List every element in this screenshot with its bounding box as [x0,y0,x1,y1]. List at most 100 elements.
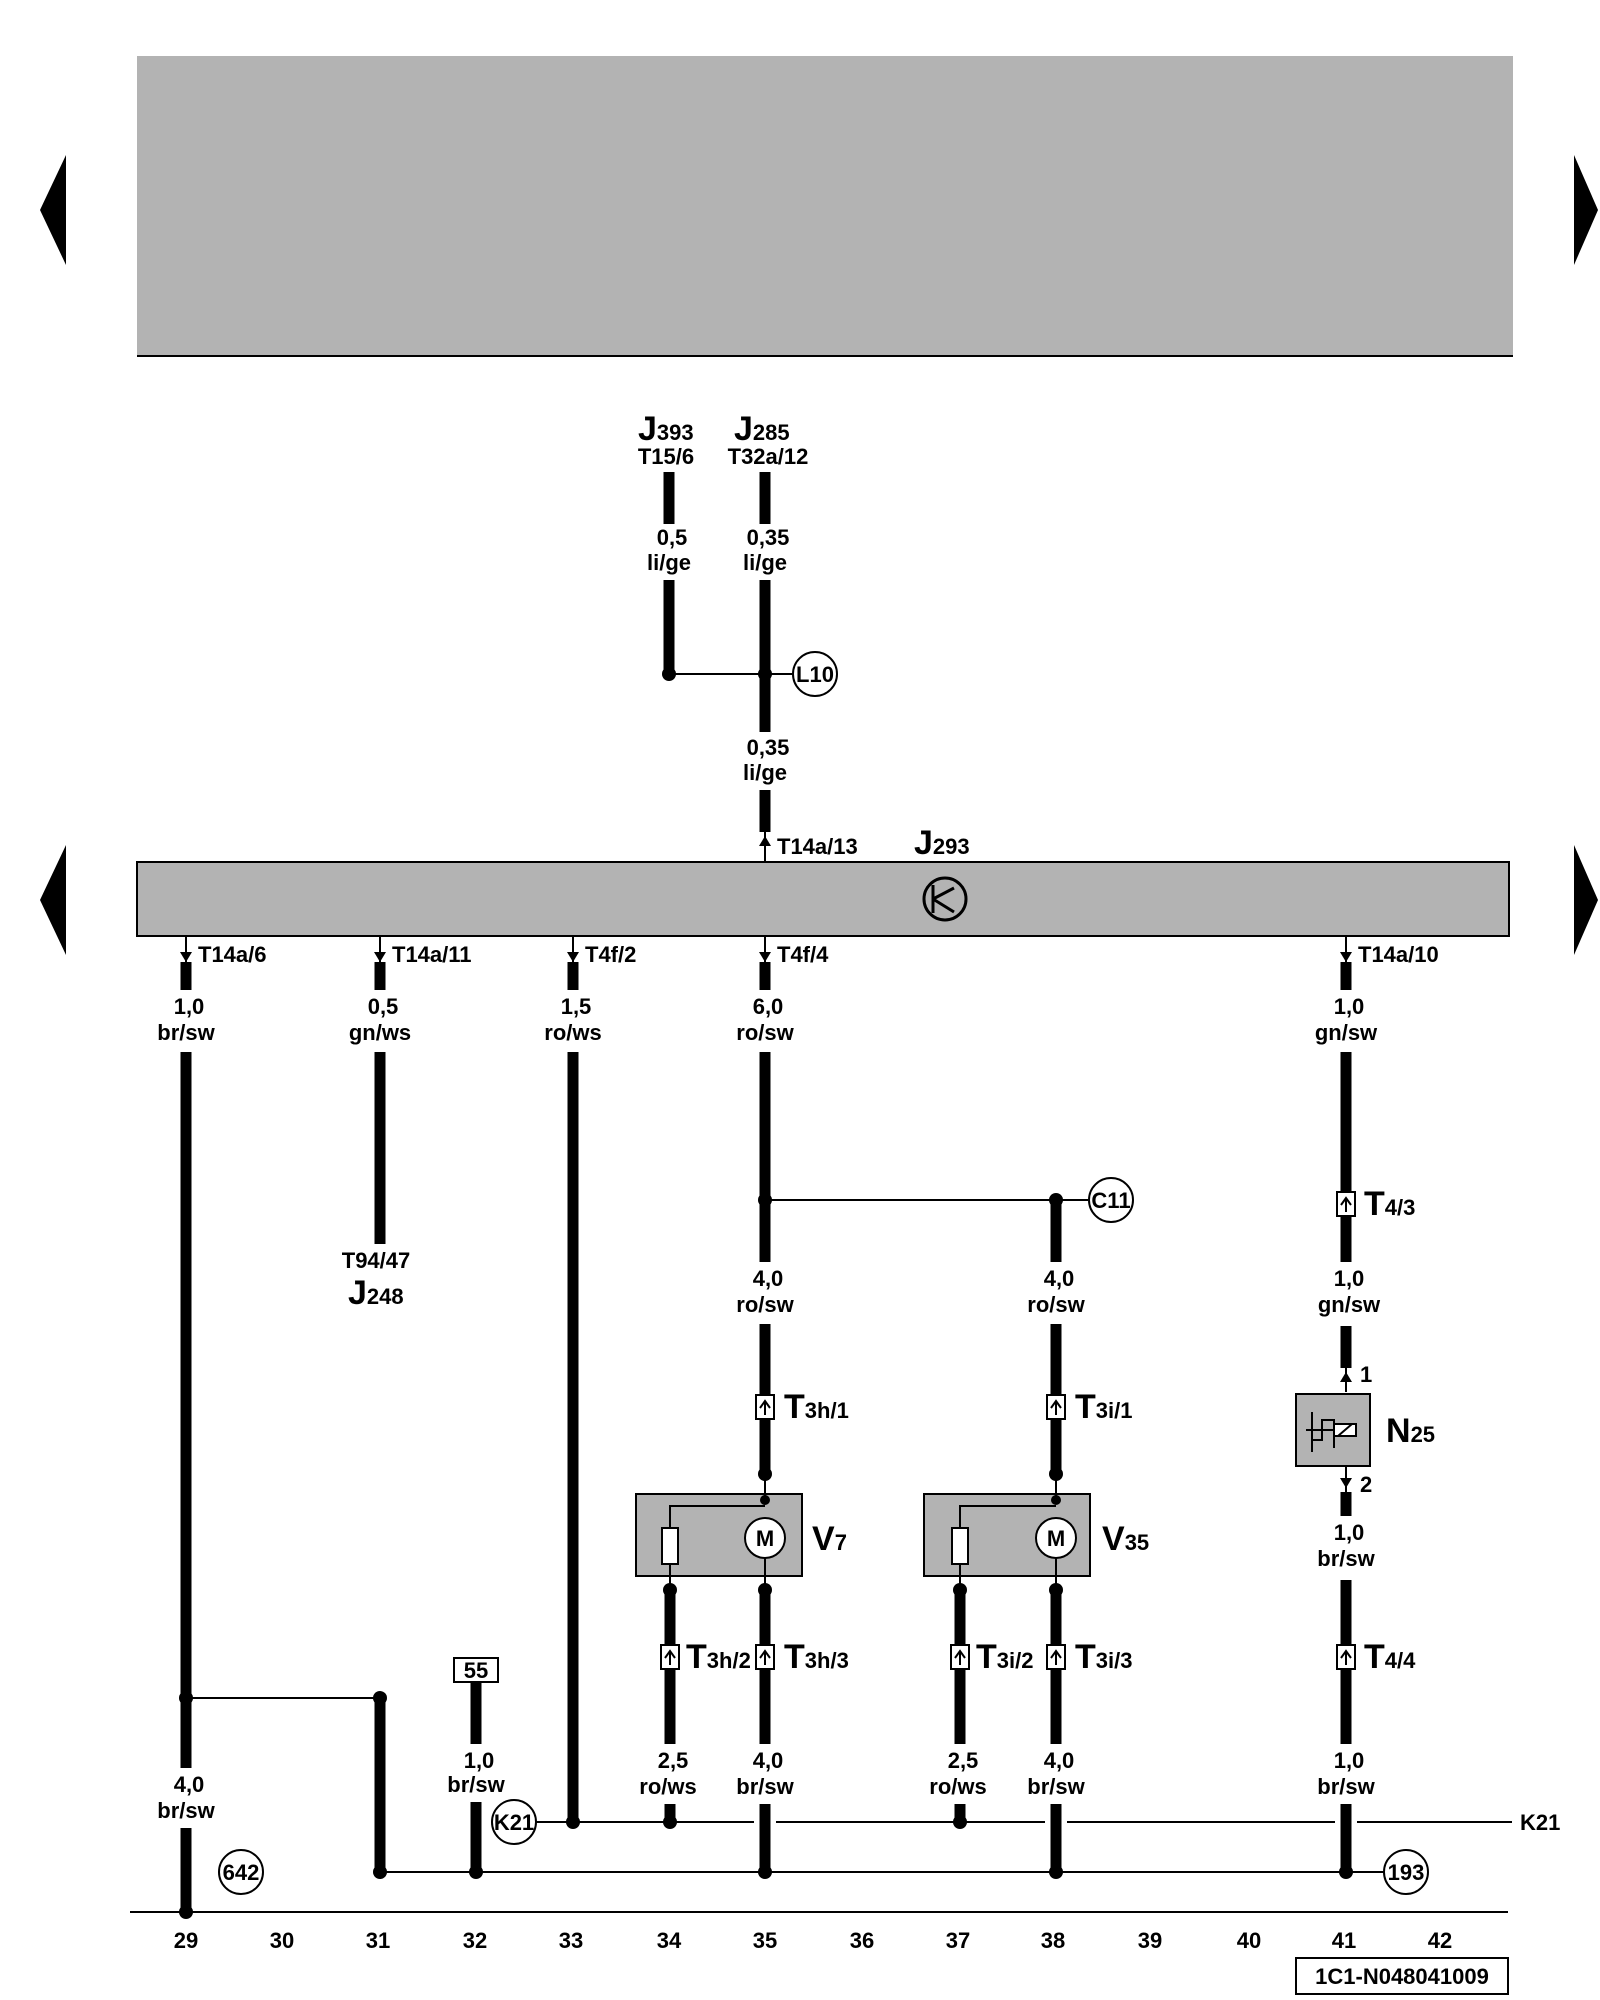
wire-31-color: gn/ws [349,1020,411,1045]
pin-t14a-10: T14a/10 [1358,942,1439,967]
upper-wire-size: 0,35 [747,735,790,760]
wire-j285-size: 0,35 [747,525,790,550]
ref-l10-circle [792,651,838,697]
wire-29-size-b: 4,0 [174,1772,205,1797]
ruler-30: 30 [270,1928,294,1953]
connector-t4-3: T4/3 [1336,1185,1415,1223]
j248-pin: T94/47 [342,1248,411,1273]
wire-41c-color: br/sw [1317,1546,1375,1571]
junction-dot [663,1815,677,1829]
ruler-31: 31 [366,1928,390,1953]
junction-dot [1051,1495,1061,1505]
ruler-37: 37 [946,1928,970,1953]
terminal-55[interactable]: 55 [464,1658,488,1683]
wire-35-size: 6,0 [753,994,784,1019]
svg-text:T3h/2: T3h/2 [686,1638,751,1676]
motor-v7-label: V7 [812,1520,847,1558]
svg-text:T3i/3: T3i/3 [1075,1638,1132,1676]
ruler-32: 32 [463,1928,487,1953]
wire-38c-size: 4,0 [1044,1748,1075,1773]
connector-t3h-3: T3h/3 [755,1638,849,1676]
pin-arrow-icon [759,836,771,846]
transistor-icon-stroke [932,897,955,914]
prev-section-arrow-icon[interactable] [40,845,66,955]
pin-t4f-2: T4f/2 [585,942,636,967]
resistor-icon [951,1527,969,1565]
motor-v7-symbol: M [756,1526,774,1551]
junction-dot [758,1865,772,1879]
ruler-35: 35 [753,1928,777,1953]
motor-v35-label: V35 [1102,1520,1149,1558]
svg-text:T3i/2: T3i/2 [976,1638,1033,1676]
ruler-39: 39 [1138,1928,1162,1953]
k21-edge-label[interactable]: K21 [1520,1810,1560,1835]
ref-193[interactable]: 193 [1388,1860,1425,1885]
motor-v35-symbol: M [1047,1526,1065,1551]
junction-dot [760,1495,770,1505]
transistor-icon [922,876,968,922]
pin-t4f-4: T4f/4 [777,942,829,967]
ref-193-circle [1383,1849,1429,1895]
wire-41-size: 1,0 [1334,994,1365,1019]
ruler-34: 34 [657,1928,682,1953]
wire-41c-size: 1,0 [1334,1520,1365,1545]
ref-c11[interactable]: C11 [1091,1188,1130,1213]
upper-pin-label: T14a/13 [777,834,858,859]
wire-33-color: ro/ws [544,1020,601,1045]
svg-text:T3h/3: T3h/3 [784,1638,849,1676]
wire-38b-color: ro/sw [1027,1292,1085,1317]
ref-k21[interactable]: K21 [494,1810,534,1835]
wire-34-color: ro/ws [639,1774,696,1799]
pin-arrow-icon [1340,1478,1352,1488]
wire-35c-color: br/sw [736,1774,794,1799]
wire-41-color: gn/sw [1315,1020,1378,1045]
junction-dot [1339,1865,1353,1879]
wire-j285-color: li/ge [743,550,787,575]
resistor-icon [661,1527,679,1565]
ref-642[interactable]: 642 [223,1860,260,1885]
wire-29-color-b: br/sw [157,1798,215,1823]
junction-dot [1049,1865,1063,1879]
n25-pin2: 2 [1360,1472,1372,1497]
wire-35c-size: 4,0 [753,1748,784,1773]
prev-page-arrow-icon[interactable] [40,155,66,265]
motor-v35-resistor-lead [959,1505,1056,1528]
wire-j393-color: li/ge [647,550,691,575]
wire-35b-color: ro/sw [736,1292,794,1317]
connector-t3i-2: T3i/2 [950,1638,1033,1676]
wire-34-size: 2,5 [658,1748,689,1773]
control-unit-j293 [136,861,1510,937]
ruler-41: 41 [1332,1928,1356,1953]
pin-t14a-11: T14a/11 [392,942,472,967]
wire-37-size: 2,5 [948,1748,979,1773]
wire-37-color: ro/ws [929,1774,986,1799]
j393-label: J393 [638,410,694,448]
upper-wire-color: li/ge [743,760,787,785]
ref-642-circle [218,1849,264,1895]
wire-33-size: 1,5 [561,994,592,1019]
j285-pin: T32a/12 [728,444,809,469]
next-page-arrow-icon[interactable] [1574,155,1598,265]
wire-41d-color: br/sw [1317,1774,1375,1799]
n25-pin1: 1 [1360,1362,1372,1387]
next-section-arrow-icon[interactable] [1574,845,1598,955]
wire-38b-size: 4,0 [1044,1266,1075,1291]
j248-label: J248 [348,1274,404,1312]
wire-41d-size: 1,0 [1334,1748,1365,1773]
connector-t3h-1: T3h/1 [755,1388,849,1426]
diagram-code-box [1295,1957,1509,1995]
wire-35-color: ro/sw [736,1020,794,1045]
connector-t4-4: T4/4 [1336,1638,1416,1676]
diagram-code: 1C1-N048041009 [1315,1964,1489,1989]
header-component-block [137,56,1513,356]
ruler-33: 33 [559,1928,583,1953]
terminal-55-box [453,1657,499,1683]
ref-l10[interactable]: L10 [796,662,834,687]
svg-text:T3h/1: T3h/1 [784,1388,849,1426]
ruler-36: 36 [850,1928,874,1953]
wire-41b-size: 1,0 [1334,1266,1365,1291]
wire-41b-color: gn/sw [1318,1292,1381,1317]
j285-label: J285 [734,410,790,448]
wire-32-size: 1,0 [464,1748,495,1773]
svg-text:T3i/1: T3i/1 [1075,1388,1132,1426]
